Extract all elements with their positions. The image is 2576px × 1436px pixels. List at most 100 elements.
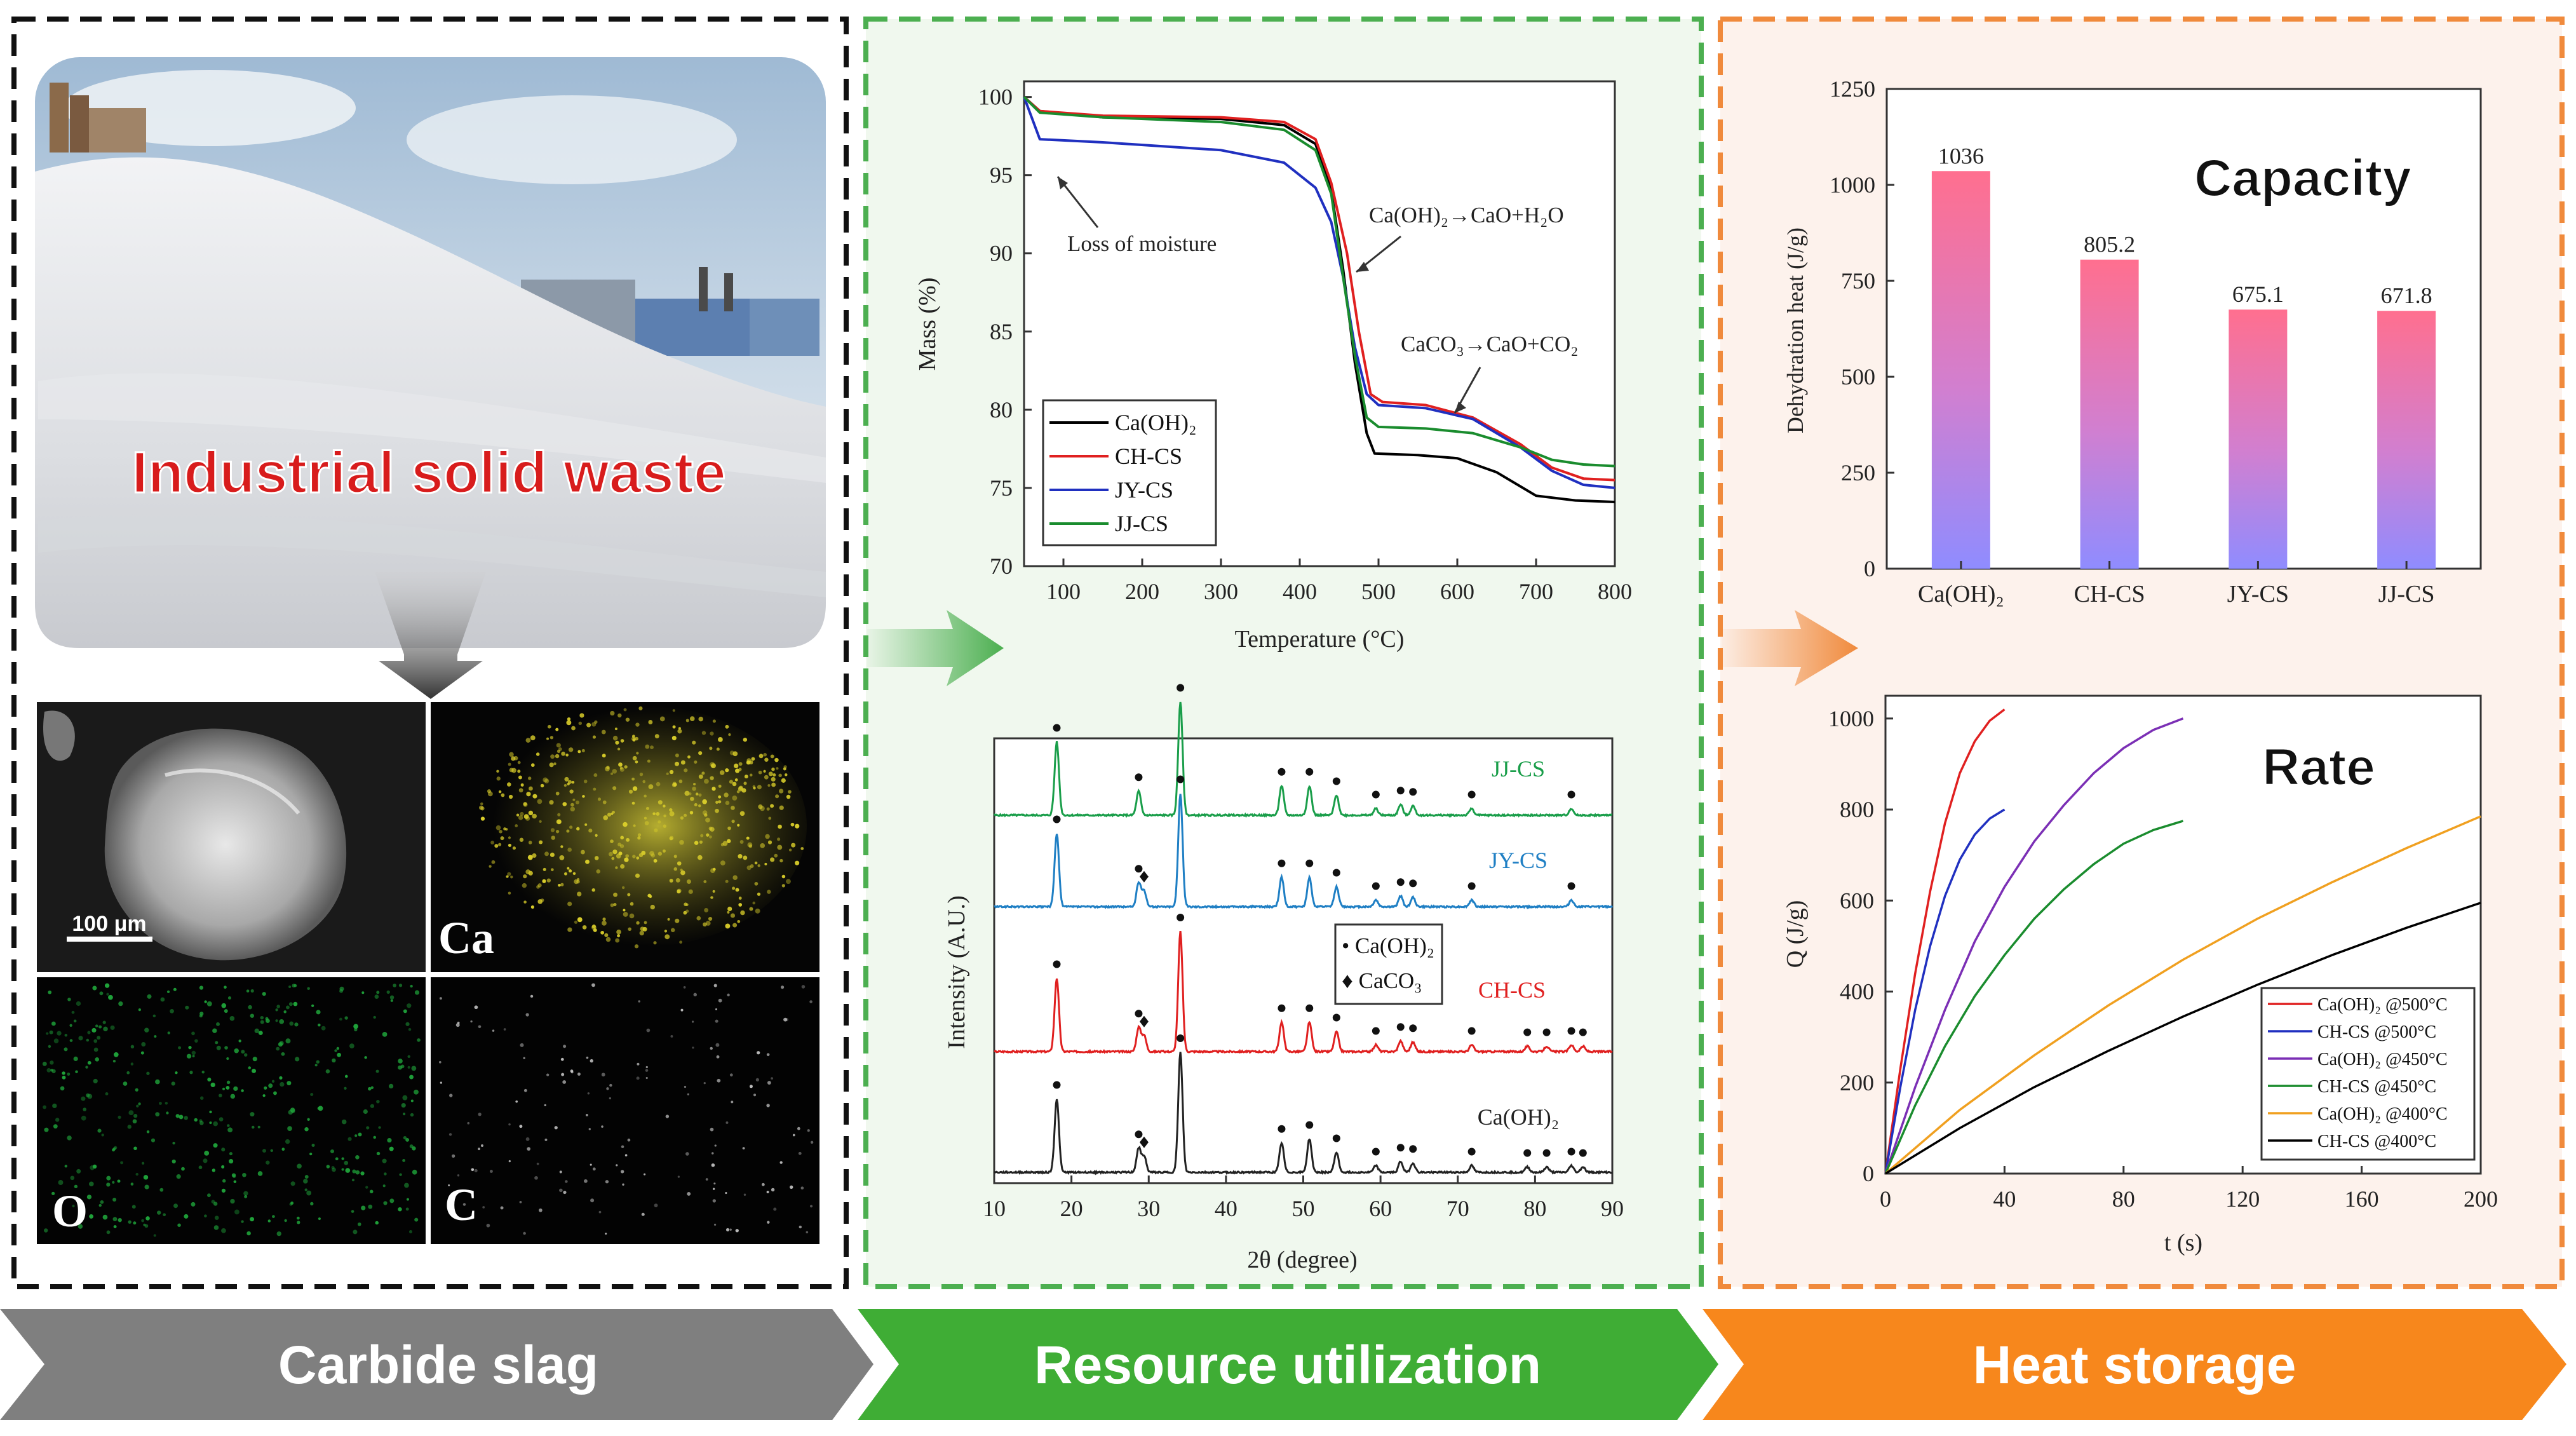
eds-ca-dot [698, 716, 703, 722]
eds-ca-dot [619, 844, 624, 848]
eds-ca-dot [725, 724, 729, 729]
eds-ca-dot [564, 872, 567, 876]
tga-series-line [1023, 96, 1615, 468]
tga-legend-label: Ca(OH)₂ [1115, 410, 1197, 435]
eds-o-dot [331, 1165, 335, 1170]
eds-o-dot [221, 1003, 227, 1008]
eds-ca-dot [795, 823, 800, 829]
xrd-caoh2-marker [1467, 1027, 1476, 1035]
eds-c-dot [470, 1020, 473, 1023]
xrd-series-line [993, 1052, 1613, 1175]
xrd-caoh2-marker [1305, 1121, 1314, 1129]
eds-o-dot [234, 1209, 239, 1215]
eds-ca-dot [505, 828, 508, 831]
eds-c-dot [809, 1205, 813, 1208]
xrd-caoh2-marker [1177, 684, 1185, 692]
eds-ca-dot [543, 867, 546, 871]
eds-o-dot [64, 1047, 68, 1052]
eds-ca-dot [749, 760, 753, 764]
eds-c-dot [544, 1104, 546, 1107]
eds-ca-dot [638, 853, 644, 858]
eds-o-dot [221, 1188, 226, 1193]
eds-ca-dot [562, 802, 567, 806]
eds-c-dot [670, 1034, 673, 1038]
xrd-series-line [994, 794, 1614, 910]
eds-c-dot [710, 1127, 714, 1132]
rate-series-line [1885, 902, 2481, 1175]
eds-o-dot [332, 1167, 336, 1172]
eds-ca-dot [670, 928, 675, 933]
eds-ca-dot [657, 820, 661, 823]
eds-c-dot [725, 1228, 730, 1231]
eds-ca-dot [582, 925, 587, 930]
eds-c-dot [797, 1127, 800, 1130]
eds-ca-dot [596, 869, 600, 874]
rate-legend-label: CH-CS @400°C [2317, 1132, 2436, 1151]
eds-ca-dot [774, 853, 778, 858]
eds-ca-dot [615, 938, 620, 943]
eds-ca-dot [770, 857, 775, 862]
eds-ca-dot [621, 886, 625, 890]
eds-o-dot [172, 1141, 175, 1145]
eds-c-dot [598, 1210, 602, 1214]
eds-ca-dot [559, 855, 565, 860]
eds-c-dot [478, 1025, 482, 1029]
eds-ca-dot [678, 779, 683, 783]
eds-o-dot [67, 1135, 72, 1141]
eds-ca-dot [650, 904, 655, 910]
eds-o-dot [50, 1060, 54, 1065]
eds-o-dot [339, 1017, 342, 1021]
eds-o-dot [244, 1053, 248, 1057]
eds-c-dot [474, 1005, 478, 1010]
eds-o-dot [76, 1001, 81, 1006]
eds-o-dot [87, 1060, 91, 1065]
eds-ca-dot [735, 768, 740, 773]
xrd-caoh2-marker [1372, 790, 1380, 799]
eds-c-dot [711, 1163, 715, 1167]
eds-c-dot [590, 1059, 593, 1063]
eds-c-dots [438, 983, 814, 1235]
eds-o-dot [131, 1205, 136, 1209]
eds-o-dot [234, 1048, 239, 1053]
eds-ca-dot [602, 918, 606, 921]
eds-ca-dot [615, 866, 618, 869]
eds-o-dot [140, 1051, 144, 1055]
xrd-series-line [994, 930, 1613, 1055]
eds-ca-dot [480, 816, 485, 821]
eds-o-dot [409, 1074, 414, 1080]
eds-ca-dot [634, 944, 639, 949]
eds-o-dot [276, 1005, 280, 1008]
xrd-xtick-label: 90 [1601, 1196, 1624, 1221]
eds-ca-dot [669, 811, 675, 816]
eds-c-dot [586, 1056, 589, 1059]
eds-o-dot [289, 1202, 293, 1206]
eds-ca-dot [560, 845, 563, 848]
xrd-xtick-label: 60 [1369, 1196, 1392, 1221]
eds-ca-dot [501, 793, 505, 797]
eds-o-dot [222, 1179, 226, 1183]
eds-ca-dot [520, 783, 524, 787]
eds-o-dot [354, 1027, 358, 1032]
capacity-value-label: 671.8 [2381, 283, 2432, 308]
eds-ca-dot [575, 800, 579, 804]
eds-ca-dot [550, 754, 555, 759]
eds-o-dot [204, 1150, 210, 1156]
eds-o-dot [407, 1055, 410, 1059]
eds-c-dot [627, 1138, 631, 1142]
eds-ca-dot [767, 840, 772, 844]
eds-o-dot [280, 1081, 285, 1087]
eds-ca-dot [738, 785, 743, 790]
xrd-caoh2-marker [1177, 775, 1185, 783]
eds-ca-dot [735, 888, 739, 892]
eds-ca-dot [687, 755, 691, 759]
eds-ca-dot [710, 764, 715, 768]
eds-ca-dot [547, 724, 551, 729]
capacity-ylabel: Dehydration heat (J/g) [1783, 227, 1808, 433]
eds-o-dot [216, 1045, 221, 1050]
eds-c-dot [559, 1188, 563, 1193]
eds-ca-dot [649, 851, 654, 857]
eds-o-dot [138, 1008, 142, 1012]
eds-o-dot [212, 1028, 217, 1033]
